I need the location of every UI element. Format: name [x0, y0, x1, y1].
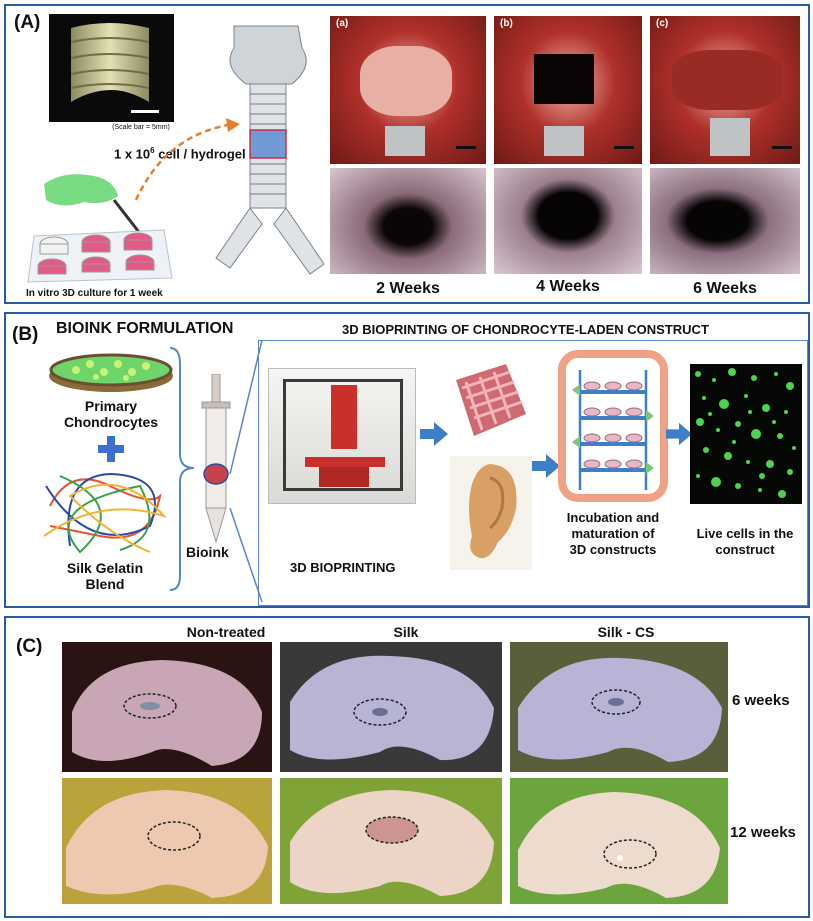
bioprinting-label: 3D BIOPRINTING [290, 560, 396, 575]
culture-illustration [27, 174, 173, 283]
sub-label-b: (b) [500, 18, 513, 29]
chondrocyte-line1: Primary [84, 398, 138, 414]
live-cells-label: Live cells in the construct [682, 526, 808, 558]
printed-lattice-photo [446, 360, 530, 440]
tissue-photo-nontreated-12wk [62, 778, 272, 904]
bioprinting-frame [258, 340, 808, 606]
flow-arrow-3 [666, 422, 692, 446]
scaffold-photo [49, 14, 174, 122]
sub-label-a: (a) [336, 18, 349, 29]
tissue-photo-silk-6wk [280, 642, 502, 772]
flow-arrow-2 [532, 454, 560, 478]
bioprinting-title: 3D BIOPRINTING OF CHONDROCYTE-LADEN CONS… [342, 322, 709, 337]
column-label-silk: Silk [393, 624, 419, 640]
incubation-line1: Incubation and [566, 510, 660, 525]
transfer-arrow [134, 118, 240, 201]
surgery-photo-4wk [494, 16, 642, 164]
chondrocyte-line2: Chondrocytes [63, 414, 159, 430]
trachea-illustration [215, 25, 325, 275]
panel-b: (B) BIOINK FORMULATION 3D BIOPRINTING OF… [4, 312, 810, 608]
incubation-line3: 3D constructs [569, 542, 657, 557]
tissue-photo-nontreated-6wk [62, 642, 272, 772]
bioink-title: BIOINK FORMULATION [56, 320, 234, 337]
blend-label: Silk Gelatin Blend [40, 560, 170, 592]
tissue-photo-silkcs-12wk [510, 778, 728, 904]
bioink-label: Bioink [186, 544, 229, 560]
tissue-photo-silkcs-6wk [510, 642, 728, 772]
cell-density-suffix: cell / hydrogel [154, 146, 246, 162]
live-cells-line1: Live cells in the [696, 526, 794, 541]
flow-arrow-1 [420, 422, 448, 446]
sub-label-c: (c) [656, 18, 669, 29]
cell-density-prefix: 1 x 10 [114, 146, 151, 162]
week-label-2: 2 Weeks [376, 280, 440, 297]
blend-line2: Blend [85, 576, 125, 592]
panel-a: (A) (Scale bar = 5mm) 1 x 106 cell / hyd… [4, 4, 810, 304]
incubation-line2: maturation of [571, 526, 655, 541]
row-label-6wk: 6 weeks [732, 692, 790, 709]
live-cells-line2: construct [715, 542, 775, 557]
incubation-label: Incubation and maturation of 3D construc… [546, 510, 680, 558]
surgery-photo-6wk [650, 16, 800, 164]
plus-icon [98, 436, 124, 462]
endoscopy-photo-4wk [494, 168, 642, 274]
chondrocyte-label: Primary Chondrocytes [46, 398, 176, 430]
incubator-illustration [558, 350, 668, 502]
scale-note: (Scale bar = 5mm) [112, 124, 170, 131]
zoom-wedge [229, 339, 263, 603]
column-label-nontreated: Non-treated [186, 624, 266, 640]
panel-c: (C) Non-treated Silk Silk - CS 6 weeks [4, 616, 810, 918]
silk-gelatin-fibers [43, 472, 168, 554]
printed-ear-photo [450, 456, 532, 570]
syringe-icon [201, 374, 231, 544]
formulation-bracket [169, 347, 195, 591]
culture-label: In vitro 3D culture for 1 week [26, 288, 163, 299]
scale-bar-b [614, 146, 634, 149]
row-label-12wk: 12 weeks [730, 824, 796, 841]
panel-a-label: (A) [14, 12, 41, 33]
week-label-6: 6 Weeks [693, 280, 757, 297]
bioprinter-photo [268, 368, 416, 504]
live-cells-photo [690, 364, 802, 504]
panel-c-label: (C) [16, 636, 43, 657]
endoscopy-photo-2wk [330, 168, 486, 274]
tissue-photo-silk-12wk [280, 778, 502, 904]
scale-bar-a [456, 146, 476, 149]
endoscopy-photo-6wk [650, 168, 800, 274]
cell-density-exponent: 6 [150, 146, 155, 155]
blend-line1: Silk Gelatin [66, 560, 144, 576]
chondrocyte-dish [49, 353, 173, 392]
surgery-photo-2wk [330, 16, 486, 164]
panel-b-label: (B) [12, 324, 39, 345]
week-label-4: 4 Weeks [536, 278, 600, 295]
column-label-silk-cs: Silk - CS [597, 624, 655, 640]
cell-density-label: 1 x 106 cell / hydrogel [114, 146, 246, 161]
scale-bar-c [772, 146, 792, 149]
